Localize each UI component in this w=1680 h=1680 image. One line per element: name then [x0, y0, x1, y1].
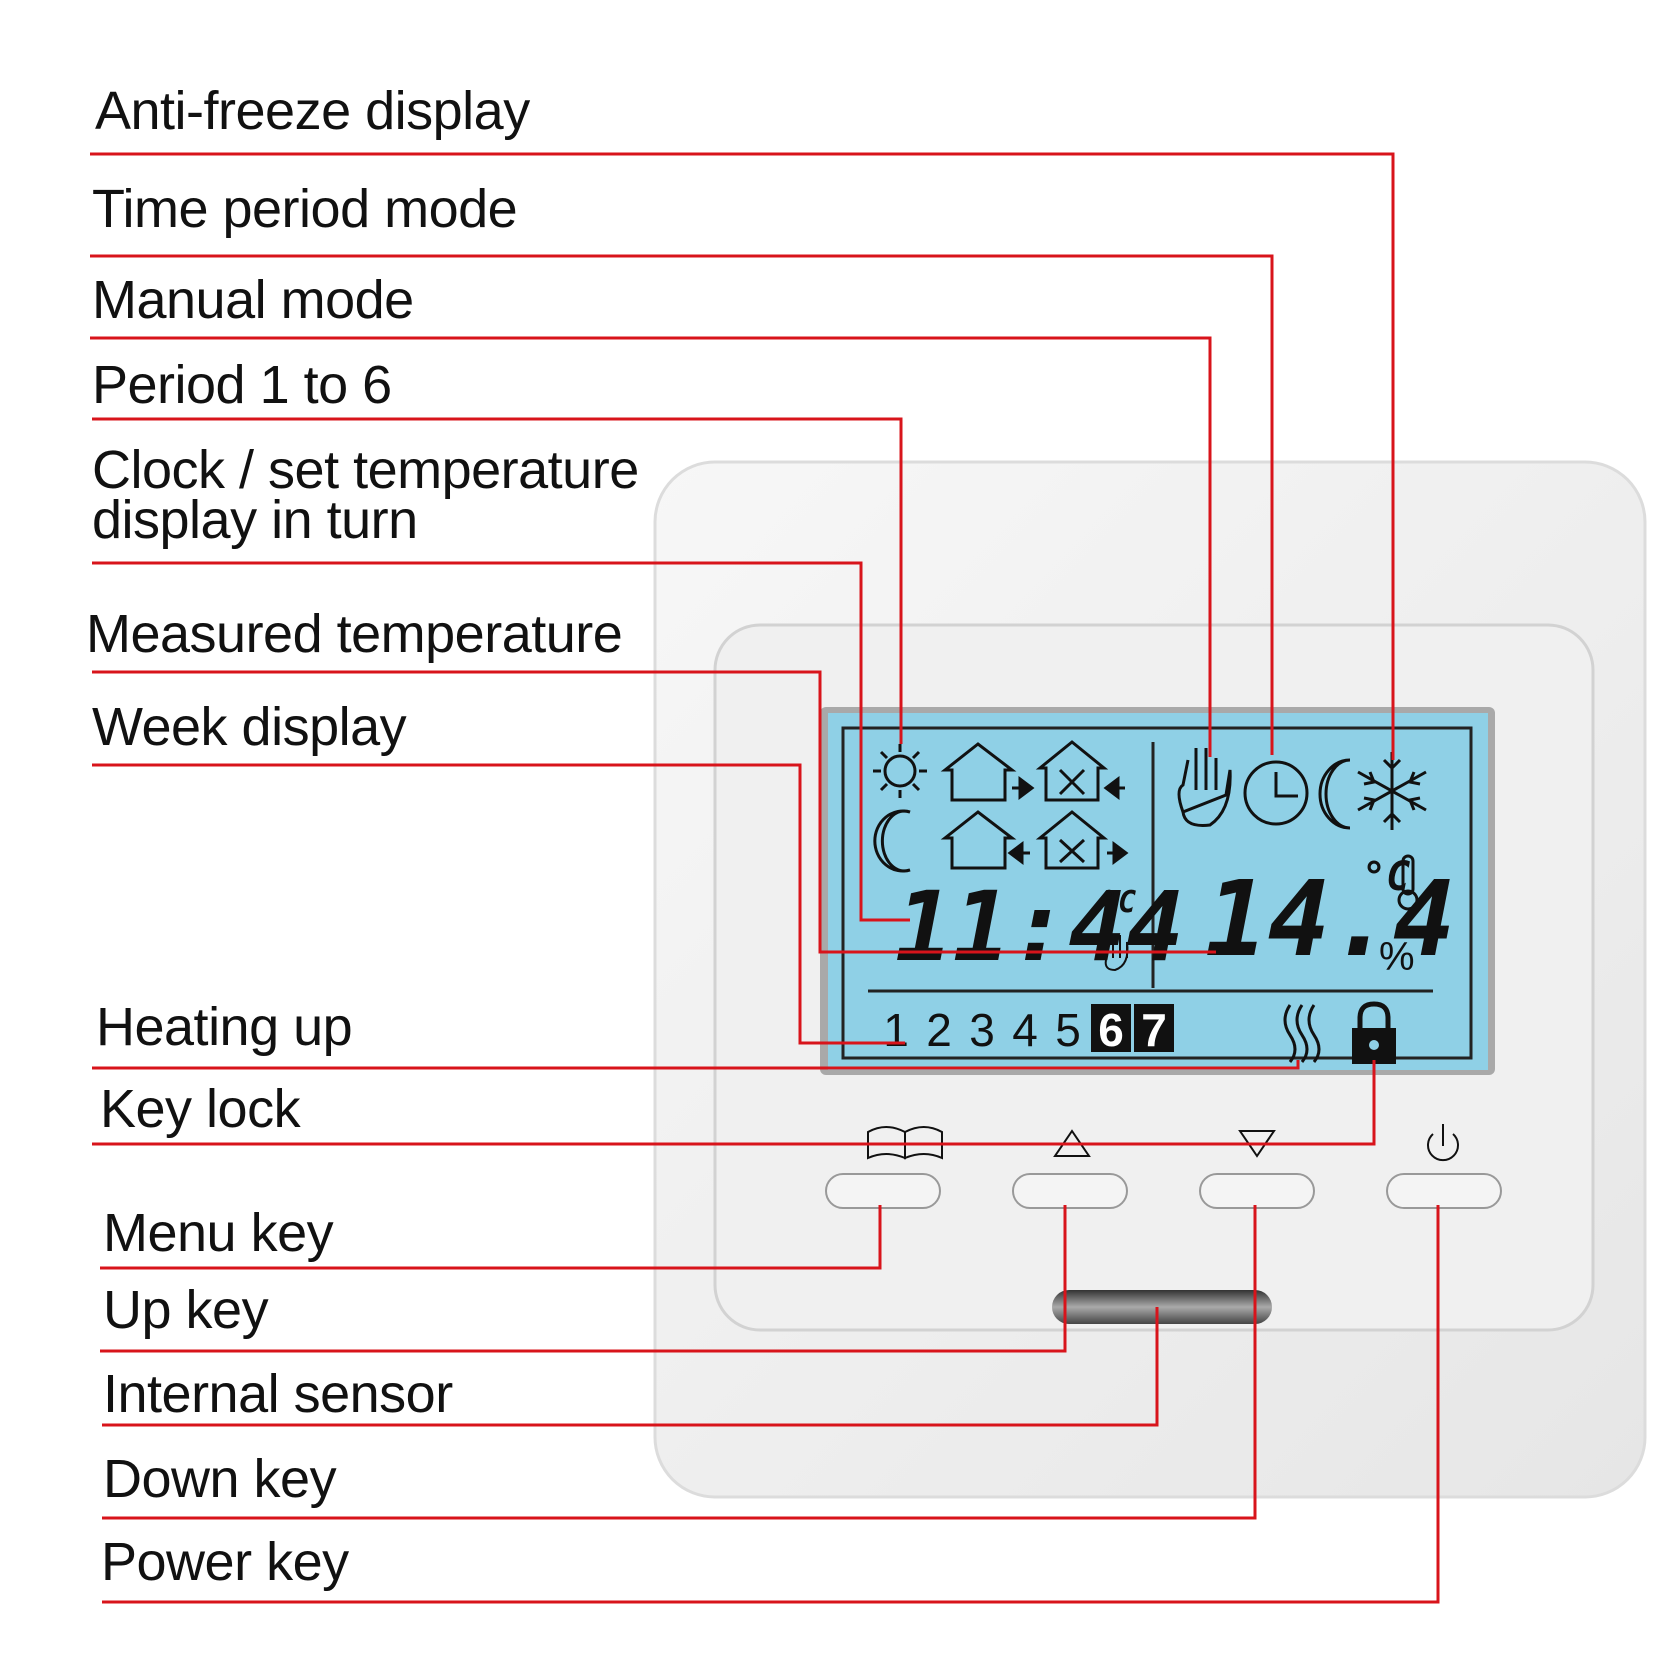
label-manual-mode: Manual mode: [92, 270, 414, 330]
label-period-1-to-6: Period 1 to 6: [92, 355, 392, 415]
clock-icon: [1243, 760, 1309, 826]
leader-down: [102, 1205, 1257, 1520]
leader-time-period: [90, 254, 1274, 755]
leader-power: [102, 1205, 1440, 1604]
label-up-key: Up key: [103, 1280, 269, 1340]
power-icon: [1427, 1124, 1459, 1162]
week-day-3: 3: [969, 1004, 995, 1056]
week-day-highlight: [1134, 1004, 1174, 1052]
leader-heating: [92, 1060, 1300, 1070]
label-measured-temperature: Measured temperature: [86, 604, 623, 664]
thermometer-icon: [1397, 854, 1419, 911]
label-heating-up: Heating up: [96, 997, 353, 1057]
clock-unit: °C: [1100, 885, 1136, 920]
label-internal-sensor: Internal sensor: [103, 1364, 453, 1424]
week-day-5: 5: [1055, 1004, 1081, 1056]
hand-icon: [1177, 748, 1232, 827]
house-meal-icon: [1035, 810, 1129, 870]
up-key[interactable]: [1012, 1173, 1128, 1209]
sun-icon: [873, 744, 927, 798]
hand-icon: [1104, 935, 1129, 972]
temperature-unit: °C: [1362, 854, 1410, 900]
heat-waves-icon: [1283, 1004, 1321, 1063]
label-time-period-mode: Time period mode: [92, 179, 518, 239]
house-leave-icon: [940, 742, 1035, 802]
week-day-1: 1: [883, 1004, 909, 1056]
week-day-highlight: [1091, 1004, 1131, 1052]
leader-anti-freeze: [90, 152, 1395, 760]
label-anti-freeze-display: Anti-freeze display: [95, 81, 530, 141]
leader-sensor: [102, 1307, 1159, 1427]
leader-menu: [100, 1205, 882, 1270]
house-meal-icon: [1035, 740, 1125, 802]
moon-icon: [873, 809, 911, 873]
down-key[interactable]: [1199, 1173, 1315, 1209]
leader-clock: [92, 561, 910, 922]
label-menu-key: Menu key: [103, 1203, 334, 1263]
temperature-readout: 14.4: [1205, 858, 1455, 980]
label-clock-set-temperature: Clock / set temperature: [92, 440, 639, 500]
week-day-7: 7: [1141, 1004, 1167, 1056]
leader-manual: [90, 336, 1212, 757]
leader-period: [92, 417, 903, 744]
label-power-key: Power key: [101, 1532, 349, 1592]
humidity-unit: %: [1379, 935, 1415, 979]
label-week-display: Week display: [92, 697, 407, 757]
clock-readout: 11:44: [895, 871, 1184, 983]
menu-key[interactable]: [825, 1173, 941, 1209]
moon-icon: [1318, 758, 1351, 830]
label-clock-display-in-turn: display in turn: [92, 490, 418, 550]
leader-measured: [92, 670, 1216, 954]
internal-sensor-slot: [1052, 1290, 1272, 1324]
label-key-lock: Key lock: [100, 1079, 301, 1139]
week-day-6: 6: [1098, 1004, 1124, 1056]
leader-up: [100, 1205, 1067, 1353]
leader-keylock: [92, 1060, 1376, 1146]
house-return-icon: [940, 810, 1030, 870]
week-day-4: 4: [1012, 1004, 1038, 1056]
week-day-2: 2: [926, 1004, 952, 1056]
snowflake-icon: [1357, 752, 1427, 830]
leader-week: [92, 763, 905, 1045]
lock-icon: [1352, 1001, 1396, 1064]
leader-lines: [90, 152, 1440, 1604]
label-down-key: Down key: [103, 1449, 337, 1509]
power-key[interactable]: [1386, 1173, 1502, 1209]
